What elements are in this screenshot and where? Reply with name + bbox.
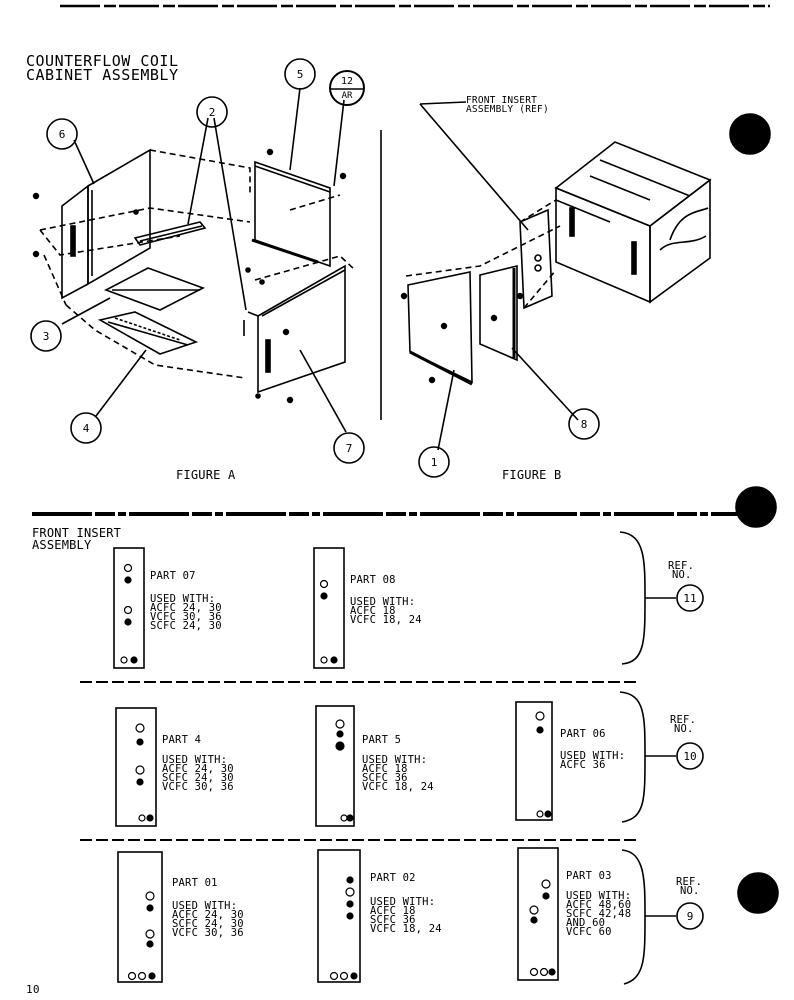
drip-pan [104,267,205,311]
part-label: PART 02 [370,872,416,884]
figure-b-caption: FIGURE B [502,468,562,482]
used-with-model: AND 60 [566,917,606,929]
front-insert-ref-label-1: FRONT INSERT [466,95,538,106]
used-with-model: VCFC 30, 36 [162,781,234,793]
part-label: PART 4 [162,734,202,746]
insert-panel-4 [115,707,157,827]
front-insert-ref [519,208,553,310]
callout-7: 7 [345,442,353,455]
title-line-1: COUNTERFLOW COIL [26,52,179,70]
used-with-label: USED WITH: [150,593,216,605]
used-with-model: VCFC 18, 24 [362,781,434,793]
used-with-model: ACFC 18 [350,605,396,617]
front-insert-heading-1: FRONT INSERT [32,526,122,540]
used-with-model: VCFC 18, 24 [350,614,422,626]
used-with-model: ACFC 18 [362,763,408,775]
callout-3: 3 [42,330,50,343]
used-with-model: VCFC 18, 24 [370,923,442,935]
callout-8: 8 [580,418,588,431]
insert-panel-07 [113,547,145,669]
page-number: 10 [26,983,40,996]
used-with-model: SCFC 24, 30 [172,918,244,930]
callout-1: 1 [430,456,438,469]
used-with-label: USED WITH: [370,896,436,908]
ref-no-label-1: REF. [668,560,695,572]
used-with-model: ACFC 48,60 [566,899,632,911]
used-with-model: ACFC 36 [560,759,606,771]
callout-12: 12 [340,76,354,87]
used-with-label: USED WITH: [362,754,428,766]
insert-panel-5 [315,705,355,827]
used-with-label: USED WITH: [162,754,228,766]
used-with-label: USED WITH: [350,596,416,608]
part-label: PART 06 [560,728,606,740]
used-with-model: ACFC 24, 30 [162,763,234,775]
figure-a-caption: FIGURE A [176,468,236,482]
panel-8 [479,264,518,362]
used-with-label: USED WITH: [566,890,632,902]
ref-no-label-2: NO. [680,885,700,897]
title-line-2: CABINET ASSEMBLY [26,66,179,84]
cabinet-side [649,178,711,304]
used-with-model: VCFC 30, 36 [172,927,244,939]
used-with-model: SCFC 24, 30 [162,772,234,784]
part-label: PART 5 [362,734,402,746]
front-insert-heading-2: ASSEMBLY [32,538,92,552]
panel-1 [407,271,473,384]
insert-panel-01 [117,851,163,983]
used-with-model: ACFC 24, 30 [172,909,244,921]
used-with-label: USED WITH: [172,900,238,912]
ref-number: 10 [683,750,697,763]
rear-right-panel [254,160,331,268]
callout-5: 5 [296,68,304,81]
left-side-panel [87,148,151,286]
ref-no-label-1: REF. [676,876,703,888]
ref-no-label-2: NO. [672,569,692,581]
ref-number: 11 [683,592,697,605]
part-label: PART 08 [350,574,396,586]
insert-panel-08 [313,547,345,669]
part-label: PART 03 [566,870,612,882]
cabinet-top [554,141,712,227]
left-side-flange [61,184,89,300]
used-with-model: SCFC 36 [370,914,416,926]
ref-number: 9 [686,910,694,923]
used-with-model: SCFC 24, 30 [150,620,222,632]
callout-6: 6 [58,128,66,141]
tray [97,311,199,355]
used-with-model: VCFC 30, 36 [150,611,222,623]
used-with-model: ACFC 18 [370,905,416,917]
insert-panel-06 [515,701,553,821]
insert-panel-03 [517,847,559,981]
part-label: PART 07 [150,570,196,582]
used-with-label: USED WITH: [560,750,626,762]
callout-12-sub: AR [341,91,353,101]
front-insert-ref-label-2: ASSEMBLY (REF) [466,104,549,115]
front-right-panel [257,264,346,394]
callout-4: 4 [82,422,90,435]
callout-2: 2 [208,106,216,119]
used-with-model: SCFC 36 [362,772,408,784]
insert-panel-02 [317,849,361,983]
ref-no-label-2: NO. [674,723,694,735]
used-with-model: VCFC 60 [566,926,612,938]
ref-no-label-1: REF. [670,714,697,726]
part-label: PART 01 [172,877,218,889]
used-with-model: SCFC 42,48 [566,908,632,920]
used-with-model: ACFC 24, 30 [150,602,222,614]
